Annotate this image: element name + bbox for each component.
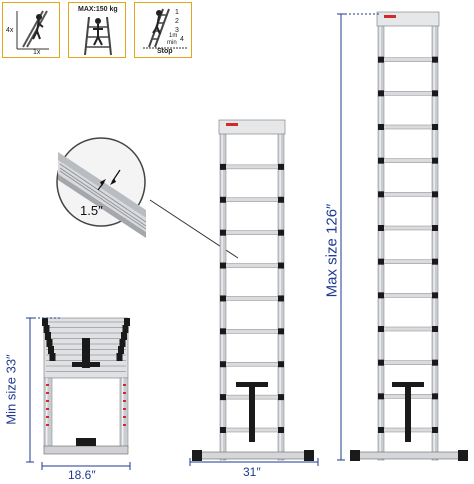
step-number-4: 4 xyxy=(180,36,184,43)
tall-ladder-left-foot xyxy=(350,450,360,461)
base-width-label: 31″ xyxy=(243,465,261,479)
mid-ladder-right-foot xyxy=(304,450,314,461)
step-number-2: 2 xyxy=(175,18,179,25)
ladder-stop-icon xyxy=(143,8,187,49)
mid-ladder-stabilizer-post xyxy=(249,382,255,442)
ladder-load-icon xyxy=(84,16,112,56)
stop-step-icon-box: 1 2 3 4 1m min Stop xyxy=(134,2,192,58)
max-load-icon-box: MAX:150 kg xyxy=(68,2,126,58)
min-size-label: Min size 33″ xyxy=(3,354,19,425)
tall-ladder-stabilizer-post xyxy=(405,382,411,442)
max-size-label: Max size 126″ xyxy=(323,203,341,298)
min-height-line1: 1m xyxy=(169,33,178,39)
rail-width-label: 1.5″ xyxy=(80,203,103,218)
climb-angle-icon-box: 4x 1x xyxy=(2,2,60,58)
ratio-horizontal-label: 1x xyxy=(33,49,41,56)
folded-width-label: 18.6″ xyxy=(68,468,96,482)
folded-stabilizer-post xyxy=(82,338,90,368)
stop-label: Stop xyxy=(157,48,173,55)
step-number-3: 3 xyxy=(175,27,179,34)
min-height-line2: min xyxy=(167,40,177,46)
step-number-1: 1 xyxy=(175,9,179,16)
mid-ladder-left-foot xyxy=(192,450,202,461)
ratio-vertical-label: 4x xyxy=(6,27,14,34)
folded-foot-block xyxy=(76,438,96,446)
ladder-angle-icon xyxy=(16,10,49,50)
max-load-label: MAX:150 kg xyxy=(78,6,118,13)
tall-ladder-right-foot xyxy=(458,450,468,461)
